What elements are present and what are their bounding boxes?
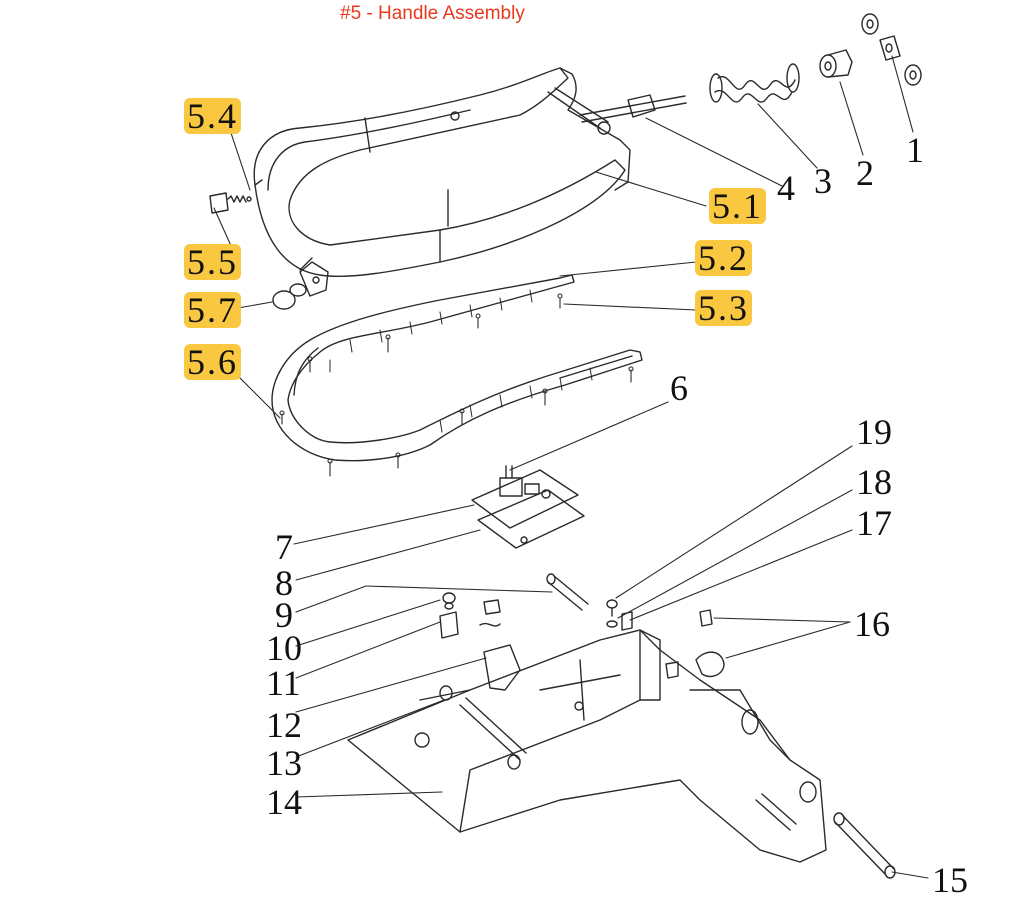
circuit-board — [471, 465, 585, 549]
callout-5-4: 5.4 — [184, 98, 241, 134]
callout-7: 7 — [275, 527, 293, 567]
handle-end-cap — [272, 261, 329, 310]
callout-5-3: 5.3 — [695, 290, 752, 326]
part-3-spring — [709, 63, 800, 103]
callout-9: 9 — [275, 595, 293, 635]
handle-grip — [253, 67, 631, 278]
callout-6: 6 — [670, 368, 688, 408]
callout-5-2: 5.2 — [695, 240, 752, 276]
callout-4: 4 — [777, 168, 795, 208]
callout-3: 3 — [814, 161, 832, 201]
callout-17: 17 — [856, 503, 892, 543]
callout-2: 2 — [856, 153, 874, 193]
callout-5-6: 5.6 — [184, 344, 241, 380]
callout-8: 8 — [275, 563, 293, 603]
base-plate — [347, 629, 827, 863]
small-hardware — [439, 592, 725, 770]
callout-5-5: 5.5 — [184, 244, 241, 280]
callout-1: 1 — [906, 130, 924, 170]
part-4-shaft — [579, 94, 687, 123]
frame-screws — [279, 293, 634, 477]
shafts — [459, 573, 896, 879]
callout-15: 15 — [932, 860, 968, 900]
diagram-title: #5 - Handle Assembly — [340, 3, 525, 24]
callout-18: 18 — [856, 462, 892, 502]
part-1-nuts — [861, 13, 922, 86]
part-2-bushing — [819, 49, 853, 78]
callout-10: 10 — [266, 628, 302, 668]
leader-lines — [213, 55, 929, 879]
callout-16: 16 — [854, 604, 890, 644]
callout-13: 13 — [266, 743, 302, 783]
callout-19: 19 — [856, 412, 892, 452]
callout-5-1: 5.1 — [709, 188, 766, 224]
callout-5-7: 5.7 — [184, 292, 241, 328]
callout-14: 14 — [266, 782, 302, 822]
handle-cover-frame — [271, 274, 643, 462]
callout-11: 11 — [266, 663, 301, 703]
button-and-spring — [209, 192, 252, 214]
callout-12: 12 — [266, 705, 302, 745]
